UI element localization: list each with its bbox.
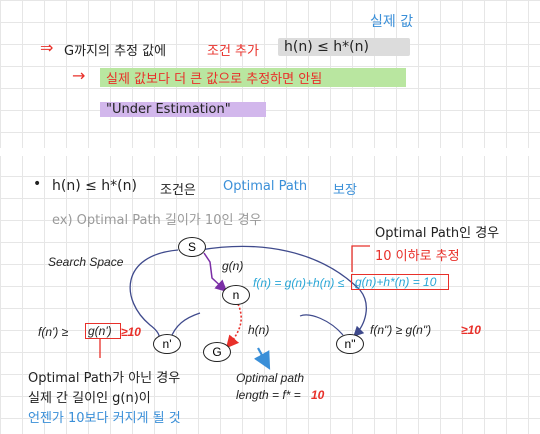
- optimal-path-length: length = f* =: [236, 388, 301, 402]
- line1-text: G까지의 추정 값에: [64, 44, 167, 59]
- optimal-path-label: Optimal path: [236, 371, 305, 385]
- line1-formula: h(n) ≤ h*(n): [278, 38, 410, 56]
- node-s: S: [178, 237, 206, 257]
- edge-n-to-g: [225, 303, 242, 349]
- formula-f: f(n) = g(n)+h(n) ≤: [253, 276, 345, 290]
- right-formula-pre: f(n") ≥ g(n"): [370, 323, 432, 337]
- note-left-line2: 실제 간 길이인 g(n)이: [28, 391, 151, 406]
- optimal-path-arrow: [253, 347, 271, 370]
- line1-condition: 조건 추가: [207, 44, 259, 59]
- left-formula-box: g(n'): [85, 323, 121, 339]
- note-left-line1: Optimal Path가 아닌 경우: [28, 371, 181, 386]
- node-n-double-prime: n": [336, 334, 364, 354]
- line2-text: 실제 값보다 더 큰 값으로 추정하면 안됨: [100, 68, 406, 87]
- arrow-icon: ⇒: [40, 38, 54, 57]
- left-formula-post: ≥10: [121, 325, 141, 339]
- label-gn: g(n): [222, 259, 244, 273]
- line3-text: "Under Estimation": [100, 102, 266, 117]
- formula-box: g(n)+h*(n) = 10: [351, 274, 449, 290]
- heading-formula: h(n) ≤ h*(n): [52, 178, 137, 194]
- edge-s-to-n: [203, 252, 228, 293]
- heading-optimal-path: Optimal Path: [223, 179, 308, 194]
- section-divider: [0, 148, 540, 156]
- heading-condition: 조건은: [160, 183, 196, 198]
- note-right-line1: Optimal Path인 경우: [375, 226, 500, 241]
- note-right-line2: 10 이하로 추정: [375, 249, 460, 264]
- right-formula-post: ≥10: [461, 323, 481, 337]
- note-left-line3: 언젠가 10보다 커지게 될 것: [28, 411, 181, 426]
- note-connector: [351, 245, 370, 272]
- annotation-real-value: 실제 값: [370, 14, 414, 30]
- search-space-label: Search Space: [48, 255, 124, 269]
- arrow-icon: →: [72, 66, 86, 85]
- node-g: G: [203, 342, 231, 362]
- heading-guarantee: 보장: [333, 183, 357, 198]
- optimal-path-value: 10: [311, 388, 325, 402]
- example-text: ex) Optimal Path 길이가 10인 경우: [52, 213, 262, 228]
- left-formula-pre: f(n') ≥: [38, 325, 69, 339]
- node-n-prime: n': [153, 334, 181, 354]
- node-n: n: [222, 285, 250, 305]
- label-hn: h(n): [248, 323, 270, 337]
- edge-n2-loop: [299, 314, 344, 336]
- bullet: •: [33, 176, 42, 192]
